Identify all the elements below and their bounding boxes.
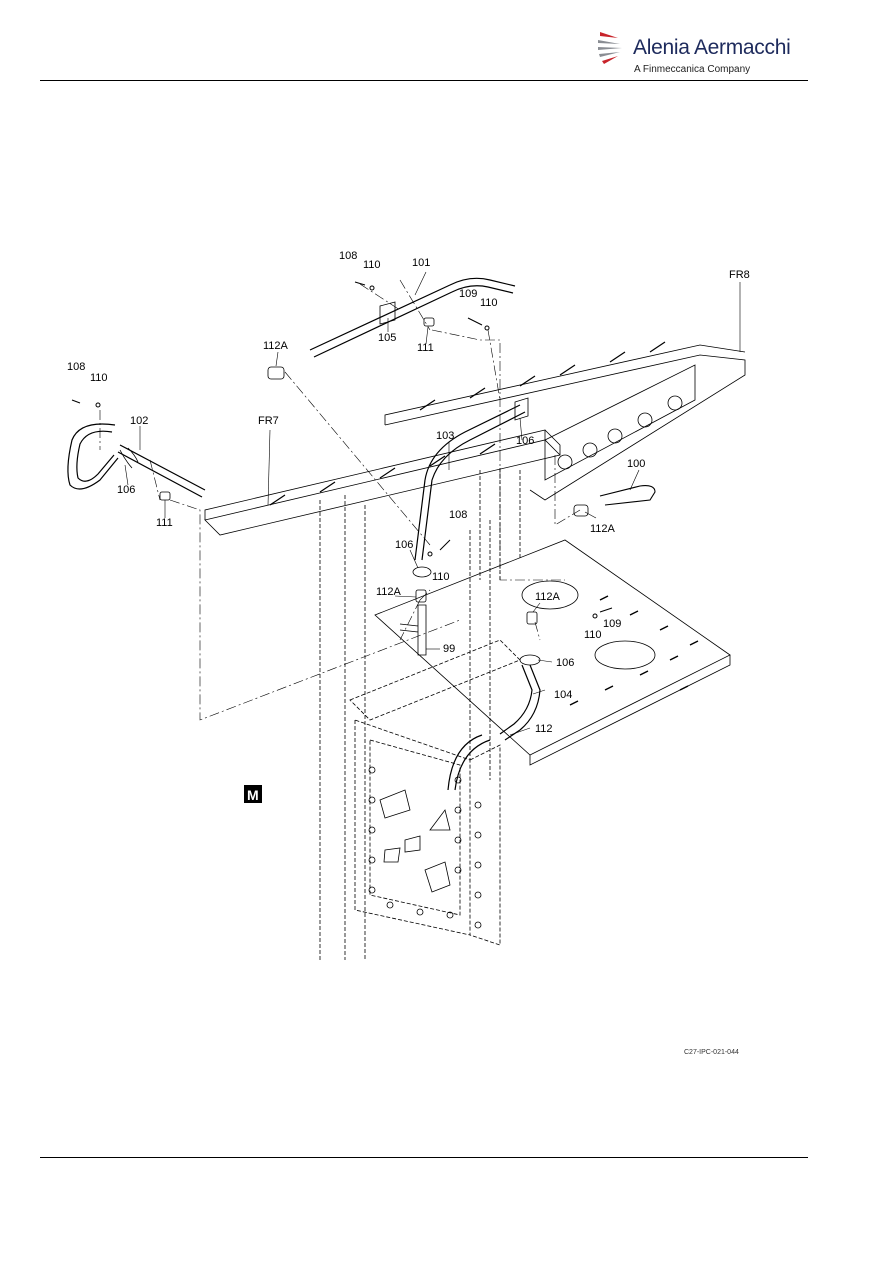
- duct-102: [117, 444, 206, 498]
- duct-101: [309, 277, 516, 358]
- callout-104: 104: [554, 689, 572, 701]
- callout-110: 110: [584, 629, 602, 641]
- callout-99: 99: [443, 643, 455, 655]
- callout-108: 108: [339, 250, 357, 262]
- callout-112A: 112A: [535, 591, 561, 603]
- footer-rule: [40, 1157, 808, 1158]
- modification-marker: M: [244, 785, 262, 803]
- tee-fitting-99: [399, 604, 427, 656]
- callout-109: 109: [603, 618, 621, 630]
- callout-112A: 112A: [376, 586, 402, 598]
- callout-fr7: FR7: [258, 415, 279, 427]
- callout-103: 103: [436, 430, 454, 442]
- callout-106: 106: [395, 539, 413, 551]
- frame-fr8: [384, 354, 746, 501]
- alenia-swoosh-icon: [598, 32, 622, 64]
- callout-110: 110: [432, 571, 450, 583]
- callout-108: 108: [449, 509, 467, 521]
- callout-fr8: FR8: [729, 269, 750, 281]
- figure-code: C27-IPC-021-044: [684, 1049, 739, 1056]
- callout-108: 108: [67, 361, 85, 373]
- callout-110: 110: [480, 297, 498, 309]
- duct-100: [599, 485, 656, 506]
- callout-111: 111: [417, 342, 434, 354]
- callout-106: 106: [556, 657, 574, 669]
- brand-subtitle: A Finmeccanica Company: [634, 64, 751, 75]
- callout-112A: 112A: [590, 523, 616, 535]
- callout-100: 100: [627, 458, 645, 470]
- callout-112A: 112A: [263, 340, 289, 352]
- callout-105: 105: [378, 332, 396, 344]
- header-rule: [40, 80, 808, 81]
- callout-106: 106: [516, 435, 534, 447]
- callout-109: 109: [459, 288, 477, 300]
- frame-fr7: [204, 439, 561, 536]
- modification-marker-label: M: [247, 787, 259, 803]
- callout-102: 102: [130, 415, 148, 427]
- brand-logo: Alenia Aermacchi A Finmeccanica Company: [596, 26, 796, 82]
- callout-111: 111: [156, 517, 173, 529]
- callout-110: 110: [90, 372, 108, 384]
- callout-110: 110: [363, 259, 381, 271]
- callout-106: 106: [117, 484, 135, 496]
- callout-101: 101: [412, 257, 430, 269]
- duct-104: [499, 664, 541, 741]
- brand-name: Alenia Aermacchi: [633, 36, 791, 59]
- duct-103: [424, 404, 526, 481]
- callout-112: 112: [535, 723, 553, 735]
